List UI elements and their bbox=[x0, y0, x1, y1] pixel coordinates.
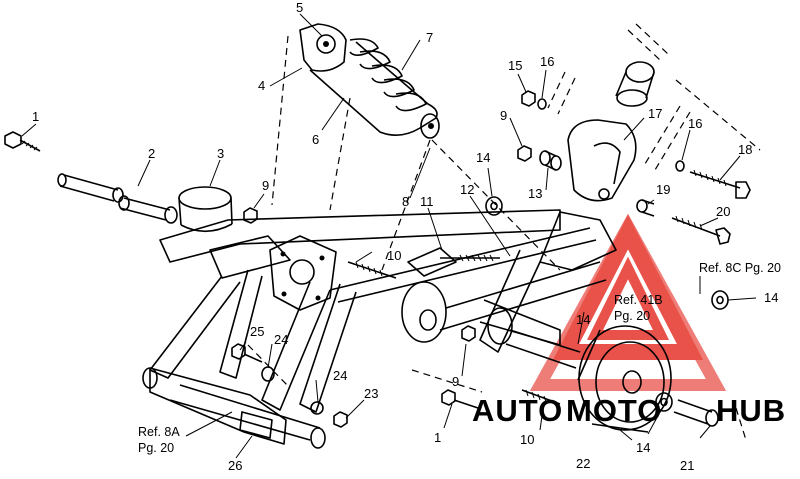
reference-notes: Ref. 8A Pg. 20 Ref. 8C Pg. 20 Ref. 41B P… bbox=[138, 261, 781, 455]
suspension-frame bbox=[142, 209, 561, 449]
ref-41b-label: Ref. 41B bbox=[614, 293, 663, 307]
callout-16-upper: 16 bbox=[540, 54, 554, 69]
watermark-text-left: AUTO bbox=[472, 393, 563, 428]
idler-wheel-22 bbox=[577, 325, 672, 433]
callout-5: 5 bbox=[296, 0, 303, 15]
callout-1-top: 1 bbox=[32, 109, 39, 124]
leader-lines bbox=[21, 13, 757, 459]
callout-17: 17 bbox=[648, 106, 662, 121]
callout-16-right: 16 bbox=[688, 116, 702, 131]
spacer-2 bbox=[57, 173, 178, 224]
callout-3: 3 bbox=[217, 146, 224, 161]
shock-absorber bbox=[299, 23, 440, 139]
callout-numbers: 1 2 3 4 5 6 7 8 9 9 9 10 10 11 12 13 14 … bbox=[32, 0, 778, 473]
bolt-1-lower bbox=[441, 389, 479, 409]
watermark-text-right: HUB bbox=[716, 393, 786, 428]
callout-4: 4 bbox=[258, 78, 265, 93]
callout-8: 8 bbox=[402, 194, 409, 209]
watermark-text: AUTO MOTO HUB bbox=[472, 393, 786, 428]
watermark-text-mid: MOTO bbox=[566, 393, 662, 428]
callout-25: 25 bbox=[250, 324, 264, 339]
bolt-18 bbox=[689, 169, 751, 199]
callout-26: 26 bbox=[228, 458, 242, 473]
bolt-10-upper bbox=[347, 261, 397, 279]
watermark-triangle-inner bbox=[586, 256, 670, 340]
callout-20: 20 bbox=[716, 204, 730, 219]
callout-18: 18 bbox=[738, 142, 752, 157]
washers-14 bbox=[485, 196, 729, 412]
callout-14-lower: 14 bbox=[636, 440, 650, 455]
callout-12: 12 bbox=[460, 182, 474, 197]
callout-6: 6 bbox=[312, 132, 319, 147]
bracket-17 bbox=[539, 119, 637, 202]
bolt-25 bbox=[231, 343, 263, 363]
callout-14-mid: 14 bbox=[576, 312, 590, 327]
callout-14-upper: 14 bbox=[476, 150, 490, 165]
ref-41b-page: Pg. 20 bbox=[614, 309, 650, 323]
callout-13: 13 bbox=[528, 186, 542, 201]
callout-22: 22 bbox=[576, 456, 590, 471]
bolt-20 bbox=[671, 215, 731, 245]
callout-21: 21 bbox=[680, 458, 694, 473]
callout-24-lower: 24 bbox=[333, 368, 347, 383]
callout-11: 11 bbox=[420, 194, 434, 209]
ref-8c-label: Ref. 8C Pg. 20 bbox=[699, 261, 781, 275]
callout-7: 7 bbox=[426, 30, 433, 45]
callout-9-lower: 9 bbox=[452, 374, 459, 389]
callout-24-upper: 24 bbox=[274, 332, 288, 347]
watermark-triangle-large bbox=[529, 213, 727, 391]
spacer-19 bbox=[636, 199, 655, 217]
cross-shaft bbox=[329, 211, 617, 369]
callout-15: 15 bbox=[508, 58, 522, 73]
callout-1-lower: 1 bbox=[434, 430, 441, 445]
callout-9-upper: 9 bbox=[500, 108, 507, 123]
callout-10-lower: 10 bbox=[520, 432, 534, 447]
part-geometry bbox=[4, 23, 761, 449]
callout-14-right: 14 bbox=[764, 290, 778, 305]
ref-8a-label: Ref. 8A bbox=[138, 425, 180, 439]
callout-10-upper: 10 bbox=[387, 248, 401, 263]
top-right-shaft bbox=[615, 61, 655, 107]
sleeve-3 bbox=[178, 186, 233, 233]
ref-8a-page: Pg. 20 bbox=[138, 441, 174, 455]
callout-23: 23 bbox=[364, 386, 378, 401]
bracket-plate bbox=[269, 235, 337, 311]
guide-lines bbox=[247, 23, 761, 441]
callout-2: 2 bbox=[148, 146, 155, 161]
bolt-11 bbox=[407, 247, 500, 277]
bolt-1-top bbox=[4, 131, 41, 152]
spacer-21 bbox=[673, 399, 719, 427]
bolt-10-lower bbox=[521, 389, 561, 405]
callout-9-left: 9 bbox=[262, 178, 269, 193]
callout-19: 19 bbox=[656, 182, 670, 197]
nuts bbox=[243, 90, 685, 428]
watermark-logo bbox=[529, 213, 727, 391]
